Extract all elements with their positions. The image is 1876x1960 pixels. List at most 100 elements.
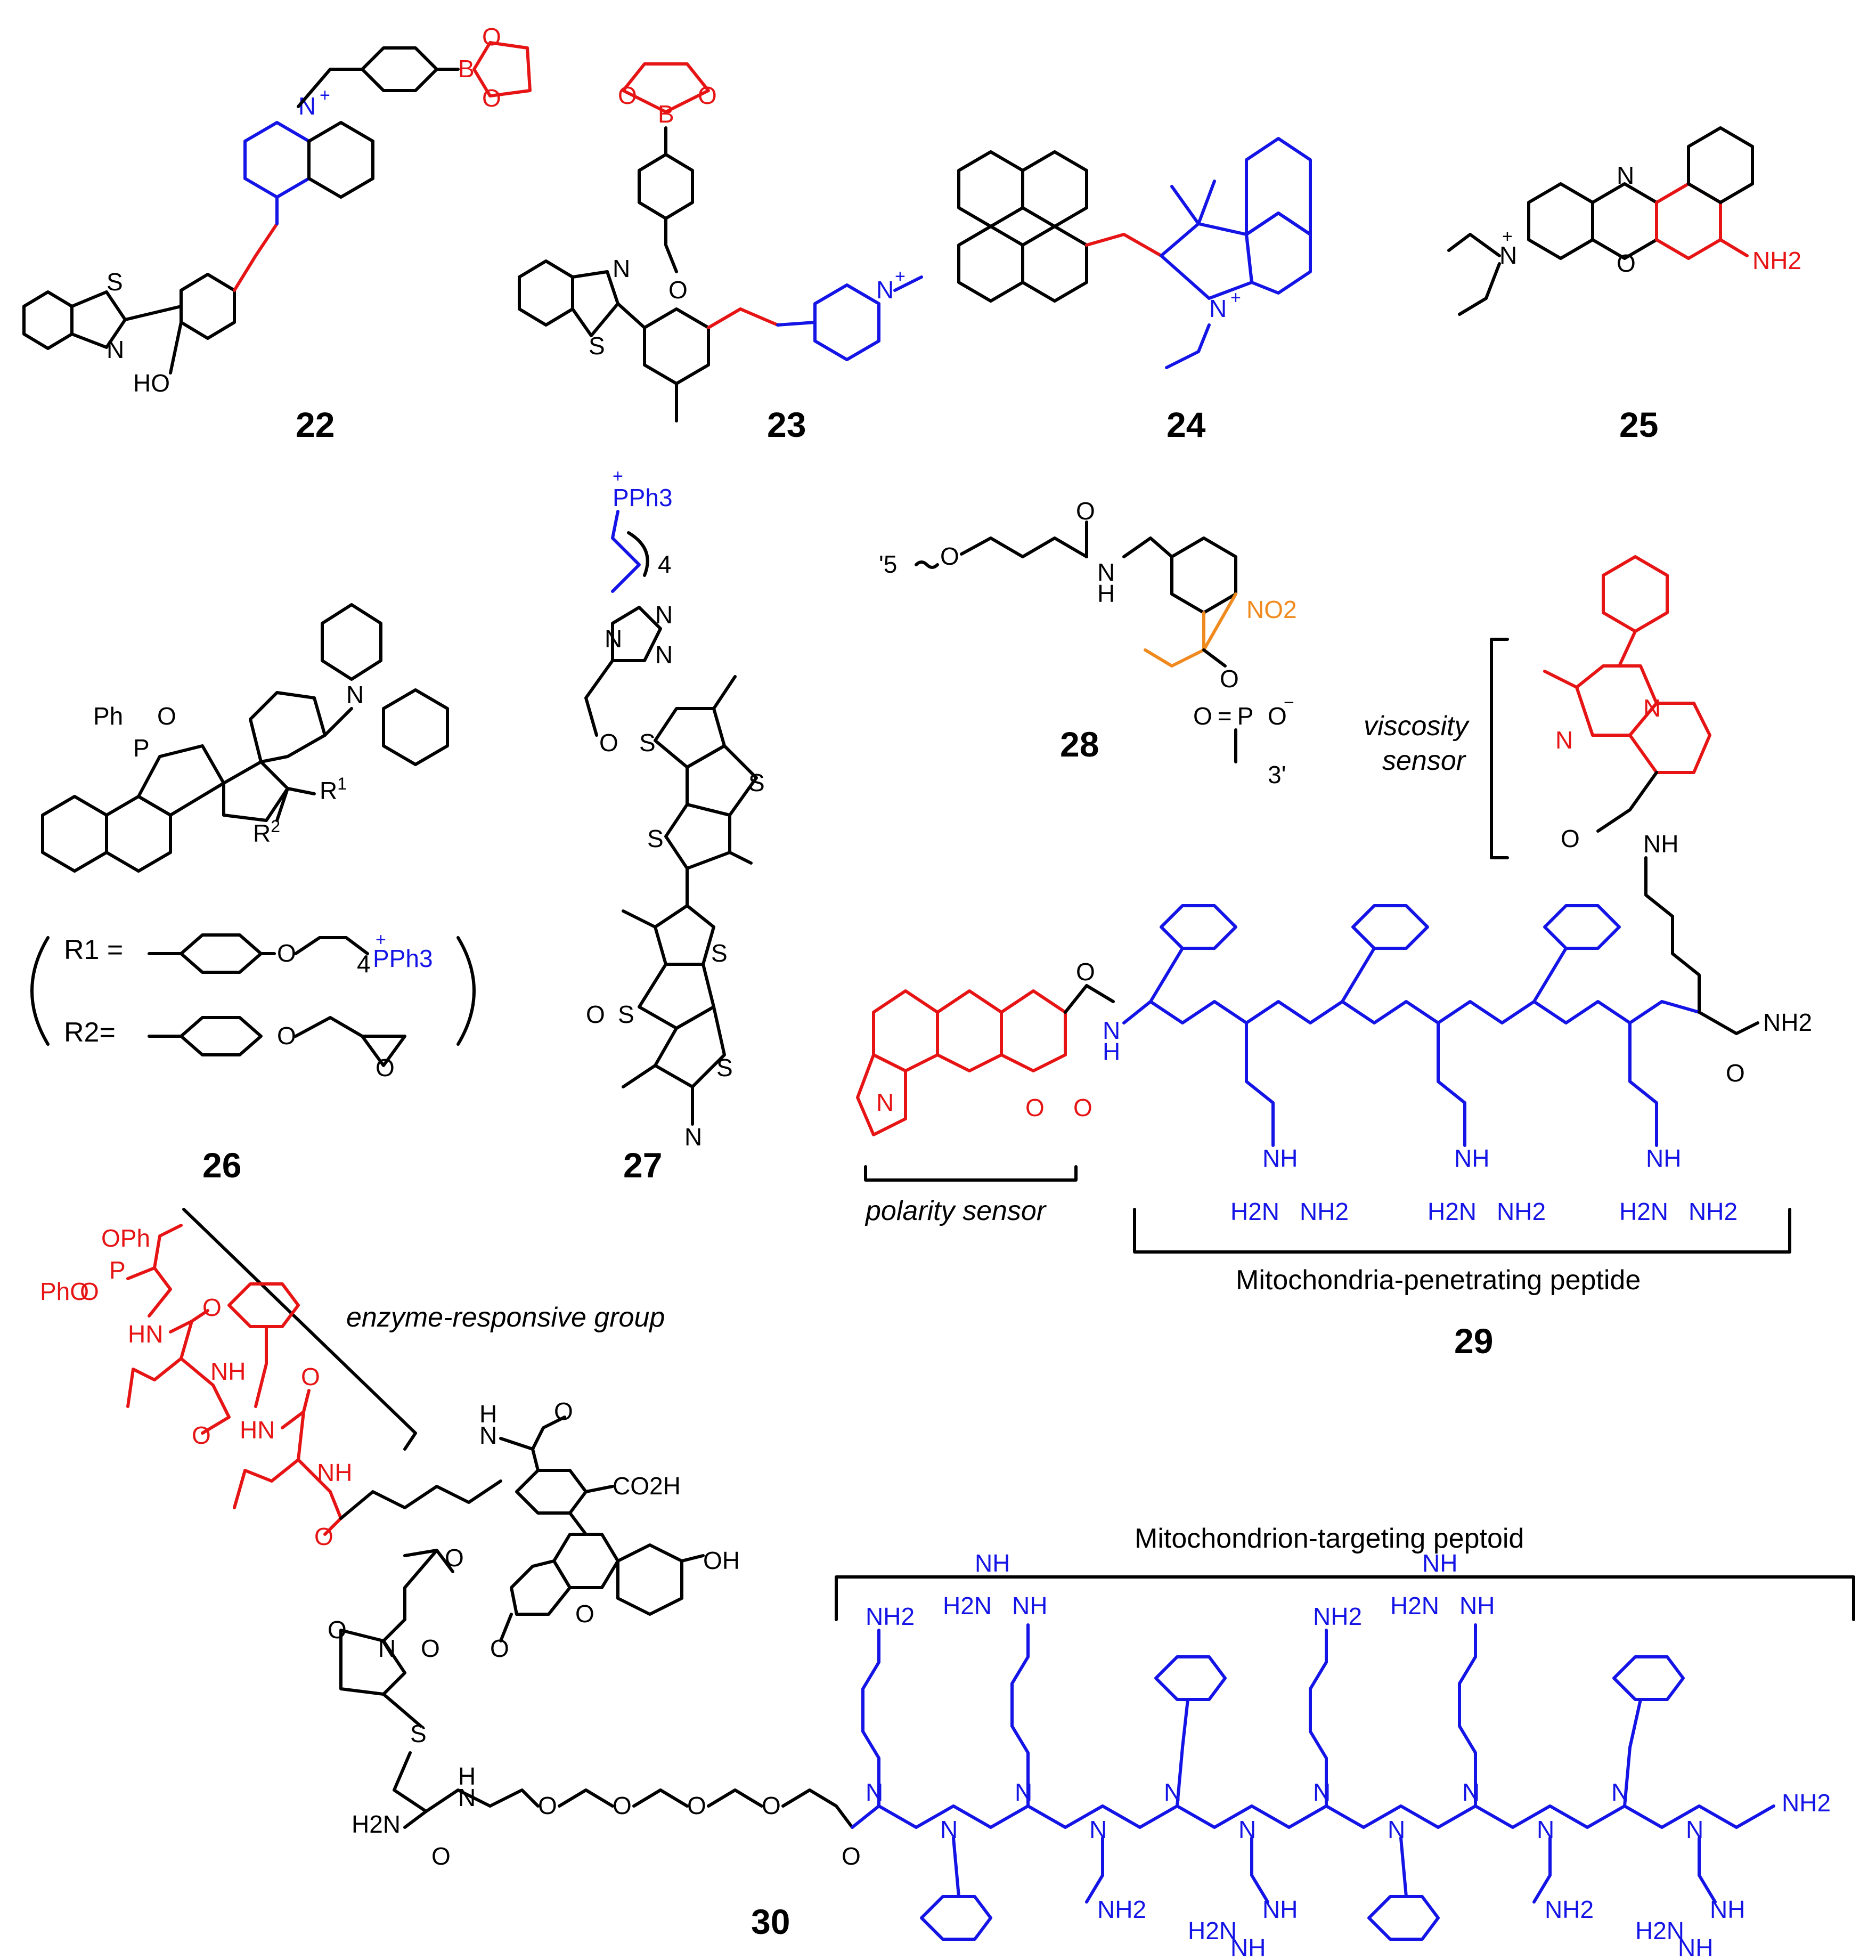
aryl-ring-23 [638, 153, 694, 220]
bond-22a [124, 305, 183, 321]
atom-h2n-cys-30: H2N [352, 1810, 401, 1838]
atom-n-pt7-30: N [1313, 1778, 1331, 1806]
charge-plus-27: + [613, 466, 623, 486]
atom-o-so2-27: O [586, 1001, 605, 1028]
bond-30a [499, 1437, 534, 1451]
leu-1-30 [126, 1320, 193, 1408]
sc-guan-dn2-30 [1698, 1836, 1717, 1904]
thiophene-3-27 [664, 803, 731, 870]
atom-p-30: P [109, 1256, 126, 1284]
fl-xanth-r-30 [616, 1543, 683, 1616]
naphtho-ring-24 [1245, 137, 1312, 236]
atom-nh2-arg2-29: NH2 [1497, 1198, 1546, 1225]
atom-o-r1-30: O [202, 1294, 222, 1321]
atom-n2-29: N [1555, 726, 1573, 754]
bond-23c [776, 321, 817, 327]
vinyl-24 [1085, 233, 1163, 257]
bond-r1-26 [286, 787, 316, 795]
r2-aryl-26 [180, 1016, 263, 1056]
sc-guan-dn1-30 [1250, 1836, 1269, 1904]
polarity-bracket [864, 1165, 1078, 1182]
lys-chain-30 [339, 1479, 502, 1520]
atom-p-26: P [133, 734, 150, 762]
atom-nh2-dn1-30: NH2 [1097, 1896, 1146, 1923]
naph-ring-a-26 [41, 795, 108, 873]
atom-p-28: O=P [1193, 702, 1253, 730]
atom-ominus-28: O [1268, 702, 1287, 730]
ring-b-25 [1591, 182, 1658, 260]
ring-c-25 [1655, 182, 1722, 260]
atom-nh-am-29: NH [1643, 830, 1678, 858]
atom-o2-22: O [482, 84, 501, 112]
chex-3-29 [1543, 904, 1621, 950]
methyl-1-27 [712, 675, 737, 710]
peptoid-backbone-30 [851, 1804, 1775, 1829]
compound-25: N O N + NH2 25 [1447, 126, 1801, 444]
benzo-ring-24 [1245, 212, 1312, 295]
vinyl-23 [707, 307, 779, 329]
atom-h2n-arg1-29: H2N [1230, 1198, 1279, 1225]
aryl-ring-22 [361, 46, 438, 92]
bond-30e [680, 1554, 705, 1563]
atom-n-pt9-30: N [1462, 1778, 1480, 1806]
label-26: 26 [202, 1145, 241, 1185]
atom-co2h-30: CO2H [613, 1472, 681, 1500]
fl-xanth-l-30 [510, 1559, 572, 1616]
atom-o-epox-26: O [376, 1054, 395, 1081]
label-22: 22 [296, 405, 335, 444]
atom-nh-guan1b-30: NH [975, 1549, 1010, 1577]
sc-amine-dn2-30 [1532, 1836, 1552, 1904]
sc-guan-2-30 [1458, 1623, 1477, 1808]
atom-n-pt6-30: N [1238, 1816, 1256, 1843]
atom-n-pt12-30: N [1686, 1816, 1703, 1843]
atom-b-22: B [458, 55, 475, 83]
coumarin-benzo-29 [936, 989, 1003, 1072]
charge-plus-26: + [376, 930, 386, 950]
bond-22b [169, 321, 183, 375]
label-mpp: Mitochondria-penetrating peptide [1236, 1265, 1641, 1296]
compound-26: P O Ph N R1 R2 R1 = R2= O 4 PPh3 + O O 2… [30, 603, 476, 1185]
atom-o1-23: O [618, 82, 637, 109]
label-23: 23 [767, 405, 806, 444]
phospho-val-30 [126, 1266, 172, 1317]
r1-aryl-26 [180, 933, 263, 974]
atom-nh2-arg1-29: NH2 [1300, 1198, 1349, 1225]
compound-23: B O O O N S N + 23 [518, 62, 923, 444]
chex-1-29 [1160, 904, 1237, 950]
atom-n-pt3-30: N [1015, 1778, 1032, 1806]
sc-guan-1-30 [1010, 1623, 1030, 1808]
ethyl-1-25 [1447, 233, 1501, 257]
atom-nh2-sc2-30: NH2 [1313, 1603, 1362, 1630]
atom-n-pt4-30: N [1089, 1816, 1107, 1843]
benzo-ring-29 [1628, 702, 1711, 774]
isopropyl-30 [153, 1224, 183, 1270]
thiophene-5-27 [638, 963, 715, 1030]
atom-pho-30: PhO [40, 1278, 89, 1305]
atom-nh-r2-30: NH [210, 1357, 246, 1385]
atom-hn1-30: HN [128, 1320, 163, 1348]
vinyl-22 [233, 222, 279, 292]
atom-o-27: O [599, 729, 618, 757]
ch2-27 [584, 659, 614, 737]
atom-o-cterm-29: O [1726, 1059, 1745, 1087]
ch2o-23 [664, 217, 678, 273]
sc-chex-up2-link-30 [1623, 1698, 1642, 1808]
atom-4-26: 4 [357, 950, 371, 978]
lysine-chain-29 [1644, 856, 1701, 1014]
atom-s1-27: S [639, 729, 656, 757]
bond-30b [531, 1447, 540, 1472]
atom-n-26: N [346, 681, 364, 709]
bond-30g [382, 1693, 422, 1728]
label-25: 25 [1619, 405, 1658, 444]
paren-right-26 [456, 936, 476, 1046]
atom-s2-27: S [748, 769, 765, 796]
sc-chex-up1-30 [1154, 1655, 1227, 1701]
chex-2-29 [1351, 904, 1429, 950]
chain-28 [960, 536, 1088, 558]
atom-nh-guan1-30: NH [1012, 1592, 1047, 1620]
thiophene-2-27 [686, 744, 758, 817]
aryl-ring-28 [1170, 536, 1237, 614]
